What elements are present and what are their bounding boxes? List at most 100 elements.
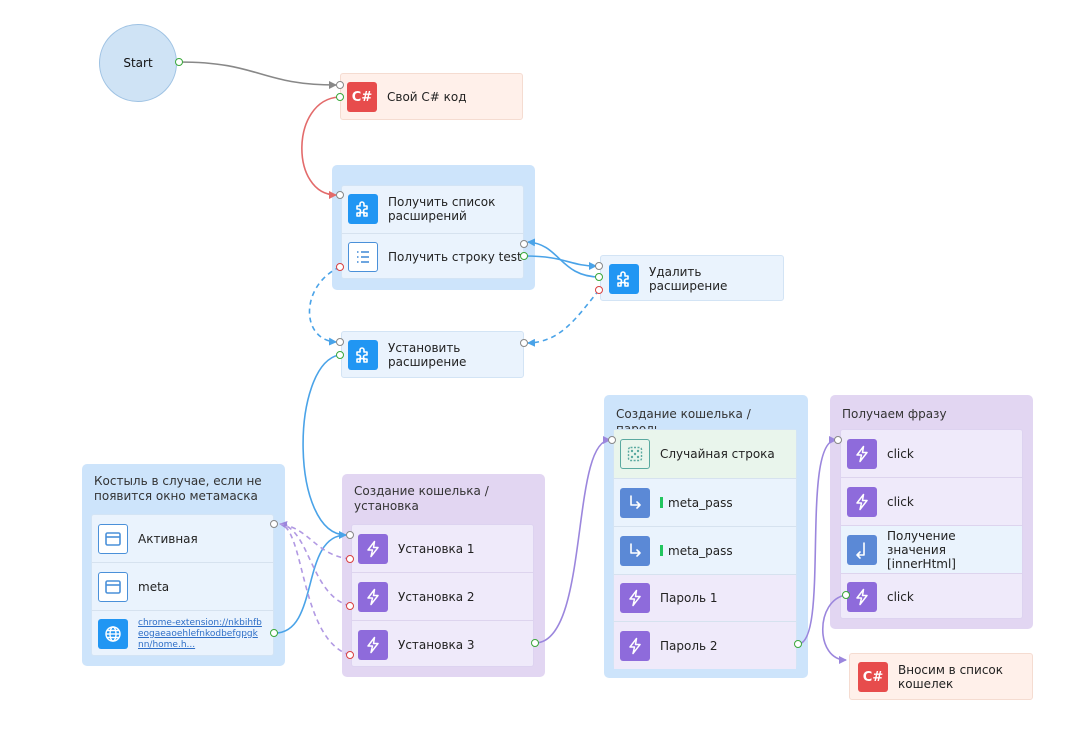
arrow-icon (620, 535, 650, 566)
window-icon (98, 523, 128, 554)
list-item[interactable]: Активная (92, 515, 273, 562)
meta-pass-label: meta_pass (668, 495, 733, 510)
wire-url-to-setup (274, 534, 347, 634)
wire-delete-getstring (527, 238, 601, 278)
list-item[interactable]: Получить строку test (342, 233, 523, 279)
get-extensions-label: Получить список расширений (388, 195, 496, 223)
get-string-label: Получить строку test (388, 249, 522, 264)
variable-marker (660, 496, 663, 508)
csharp-code-label: Свой C# код (387, 90, 467, 104)
port-active-in[interactable] (270, 520, 278, 528)
csharp-code-block[interactable]: C# Свой C# код (340, 73, 523, 120)
start-label: Start (123, 56, 153, 70)
phrase-block[interactable]: click click Получение значения [innerHtm… (840, 429, 1023, 619)
meta-pass-label: meta_pass (668, 543, 733, 558)
port-url-out[interactable] (270, 629, 278, 637)
install-extension-label: Установить расширение (388, 341, 467, 369)
extension-url-link[interactable]: chrome-extension://nkbihfbeogaeaoehlefnk… (138, 617, 262, 650)
start-node[interactable]: Start (99, 24, 177, 102)
lightning-icon (358, 629, 388, 660)
install-extension-block[interactable]: Установить расширение (341, 331, 524, 378)
port-getstring-error[interactable] (336, 263, 344, 271)
window-icon (98, 571, 128, 602)
wallet-install-group-title: Создание кошелька / установка (354, 484, 489, 513)
password-1-label: Пароль 1 (660, 591, 718, 605)
crutch-group-title: Костыль в случае, если не появится окно … (94, 474, 262, 503)
lightning-icon (847, 486, 877, 517)
port-pass2-out[interactable] (794, 640, 802, 648)
port-setup1-in[interactable] (346, 531, 354, 539)
list-item[interactable]: Пароль 2 (614, 621, 796, 669)
list-item[interactable]: click (841, 573, 1022, 620)
crutch-block[interactable]: Активная meta chrome-extension://nkbihfb… (91, 514, 274, 656)
port-install-out[interactable] (336, 351, 344, 359)
wire-setup1-error (279, 520, 351, 560)
globe-icon (98, 619, 128, 649)
list-item[interactable]: Установка 3 (352, 620, 533, 668)
list-item[interactable]: meta (92, 562, 273, 610)
wire-getstring-delete (524, 255, 597, 270)
port-click1-in[interactable] (834, 436, 842, 444)
list-item[interactable]: chrome-extension://nkbihfbeogaeaoehlefnk… (92, 610, 273, 657)
wallet-password-block[interactable]: Случайная строка meta_pass meta_pass Пар… (613, 429, 797, 669)
list-item[interactable]: click (841, 477, 1022, 525)
active-tab-label: Активная (138, 531, 198, 546)
port-delete-in[interactable] (595, 262, 603, 270)
wire-delete-error-install (527, 289, 600, 347)
port-delete-out[interactable] (595, 273, 603, 281)
lightning-icon (358, 581, 388, 612)
list-item[interactable]: Получить список расширений (342, 186, 523, 232)
list-item[interactable]: Установка 2 (352, 572, 533, 620)
list-item[interactable]: click (841, 430, 1022, 477)
port-setup3-error[interactable] (346, 651, 354, 659)
extensions-block[interactable]: Получить список расширений Получить стро… (341, 185, 524, 279)
puzzle-icon (348, 194, 378, 224)
variable-marker (660, 544, 663, 556)
random-string-label: Случайная строка (660, 447, 775, 461)
install-1-label: Установка 1 (398, 541, 475, 556)
port-start-out[interactable] (175, 58, 183, 66)
wire-start-csharp (178, 61, 337, 89)
port-setup3-out[interactable] (531, 639, 539, 647)
list-item[interactable]: Пароль 1 (614, 574, 796, 621)
csharp-add-wallet-block[interactable]: C# Вносим в список кошелек (849, 653, 1033, 700)
list-item[interactable]: Получение значения [innerHtml] (841, 525, 1022, 573)
arrow-icon (620, 487, 650, 518)
list-item[interactable]: meta_pass (614, 526, 796, 574)
port-install-in-right[interactable] (520, 339, 528, 347)
dice-icon (620, 439, 650, 469)
wallet-install-block[interactable]: Установка 1 Установка 2 Установка 3 (351, 524, 534, 667)
port-click3-out[interactable] (842, 591, 850, 599)
port-getstring-in[interactable] (520, 240, 528, 248)
puzzle-icon (348, 340, 378, 370)
wire-setup2-error (279, 523, 351, 607)
lightning-icon (847, 438, 877, 469)
lightning-icon (620, 630, 650, 661)
list-icon (348, 241, 378, 272)
list-item[interactable]: meta_pass (614, 478, 796, 526)
click-2-label: click (887, 494, 914, 509)
port-random-in[interactable] (608, 436, 616, 444)
wire-install-to-setup (302, 354, 347, 539)
lightning-icon (620, 583, 650, 613)
meta-tab-label: meta (138, 579, 170, 594)
lightning-icon (358, 533, 388, 564)
arrow-icon (847, 534, 877, 565)
port-setup1-error[interactable] (346, 555, 354, 563)
install-2-label: Установка 2 (398, 589, 475, 604)
wire-setup3-random (534, 436, 611, 644)
delete-extension-label: Удалить расширение (649, 265, 728, 293)
port-getlist-in[interactable] (336, 191, 344, 199)
install-3-label: Установка 3 (398, 637, 475, 652)
port-delete-error[interactable] (595, 286, 603, 294)
list-item[interactable]: Установка 1 (352, 525, 533, 572)
port-csharp-in[interactable] (336, 81, 344, 89)
port-setup2-error[interactable] (346, 602, 354, 610)
get-value-label: Получение значения [innerHtml] (887, 528, 956, 571)
delete-extension-block[interactable]: Удалить расширение (600, 255, 784, 301)
port-getstring-out[interactable] (520, 252, 528, 260)
port-csharp-out[interactable] (336, 93, 344, 101)
port-install-in[interactable] (336, 338, 344, 346)
list-item[interactable]: Случайная строка (614, 430, 796, 478)
